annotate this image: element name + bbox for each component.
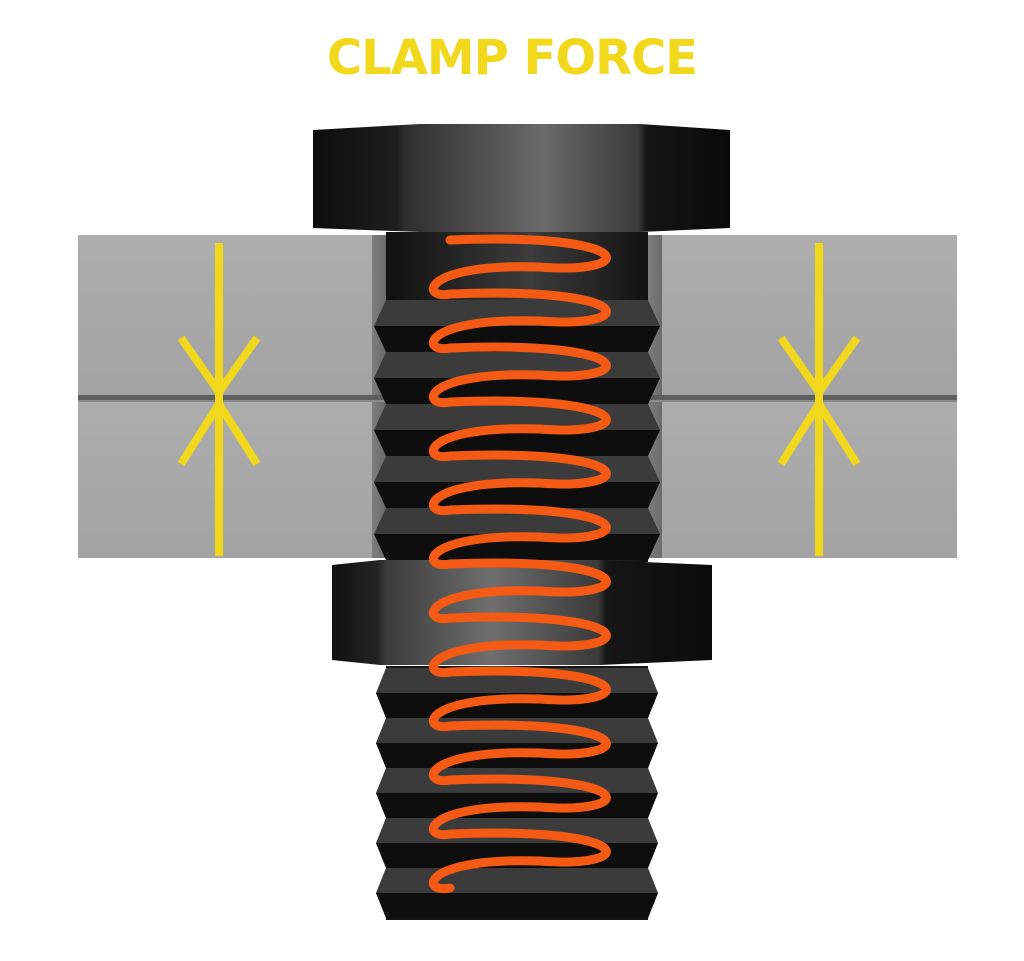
- compression-arrow-icon-left: [177, 243, 261, 556]
- spring-icon: [428, 234, 611, 894]
- bolt-head-icon: [313, 124, 730, 232]
- compression-arrows: [177, 243, 861, 556]
- clamped-plates: [78, 235, 957, 558]
- upper-left-plate: [78, 235, 378, 398]
- compression-arrow-icon-right: [777, 243, 861, 556]
- shank-threads-protruding: [376, 668, 658, 918]
- nut-icon: [332, 560, 712, 665]
- thread-groove: [376, 893, 658, 918]
- diagram-title: CLAMP FORCE: [326, 30, 698, 86]
- thread-groove: [374, 482, 660, 508]
